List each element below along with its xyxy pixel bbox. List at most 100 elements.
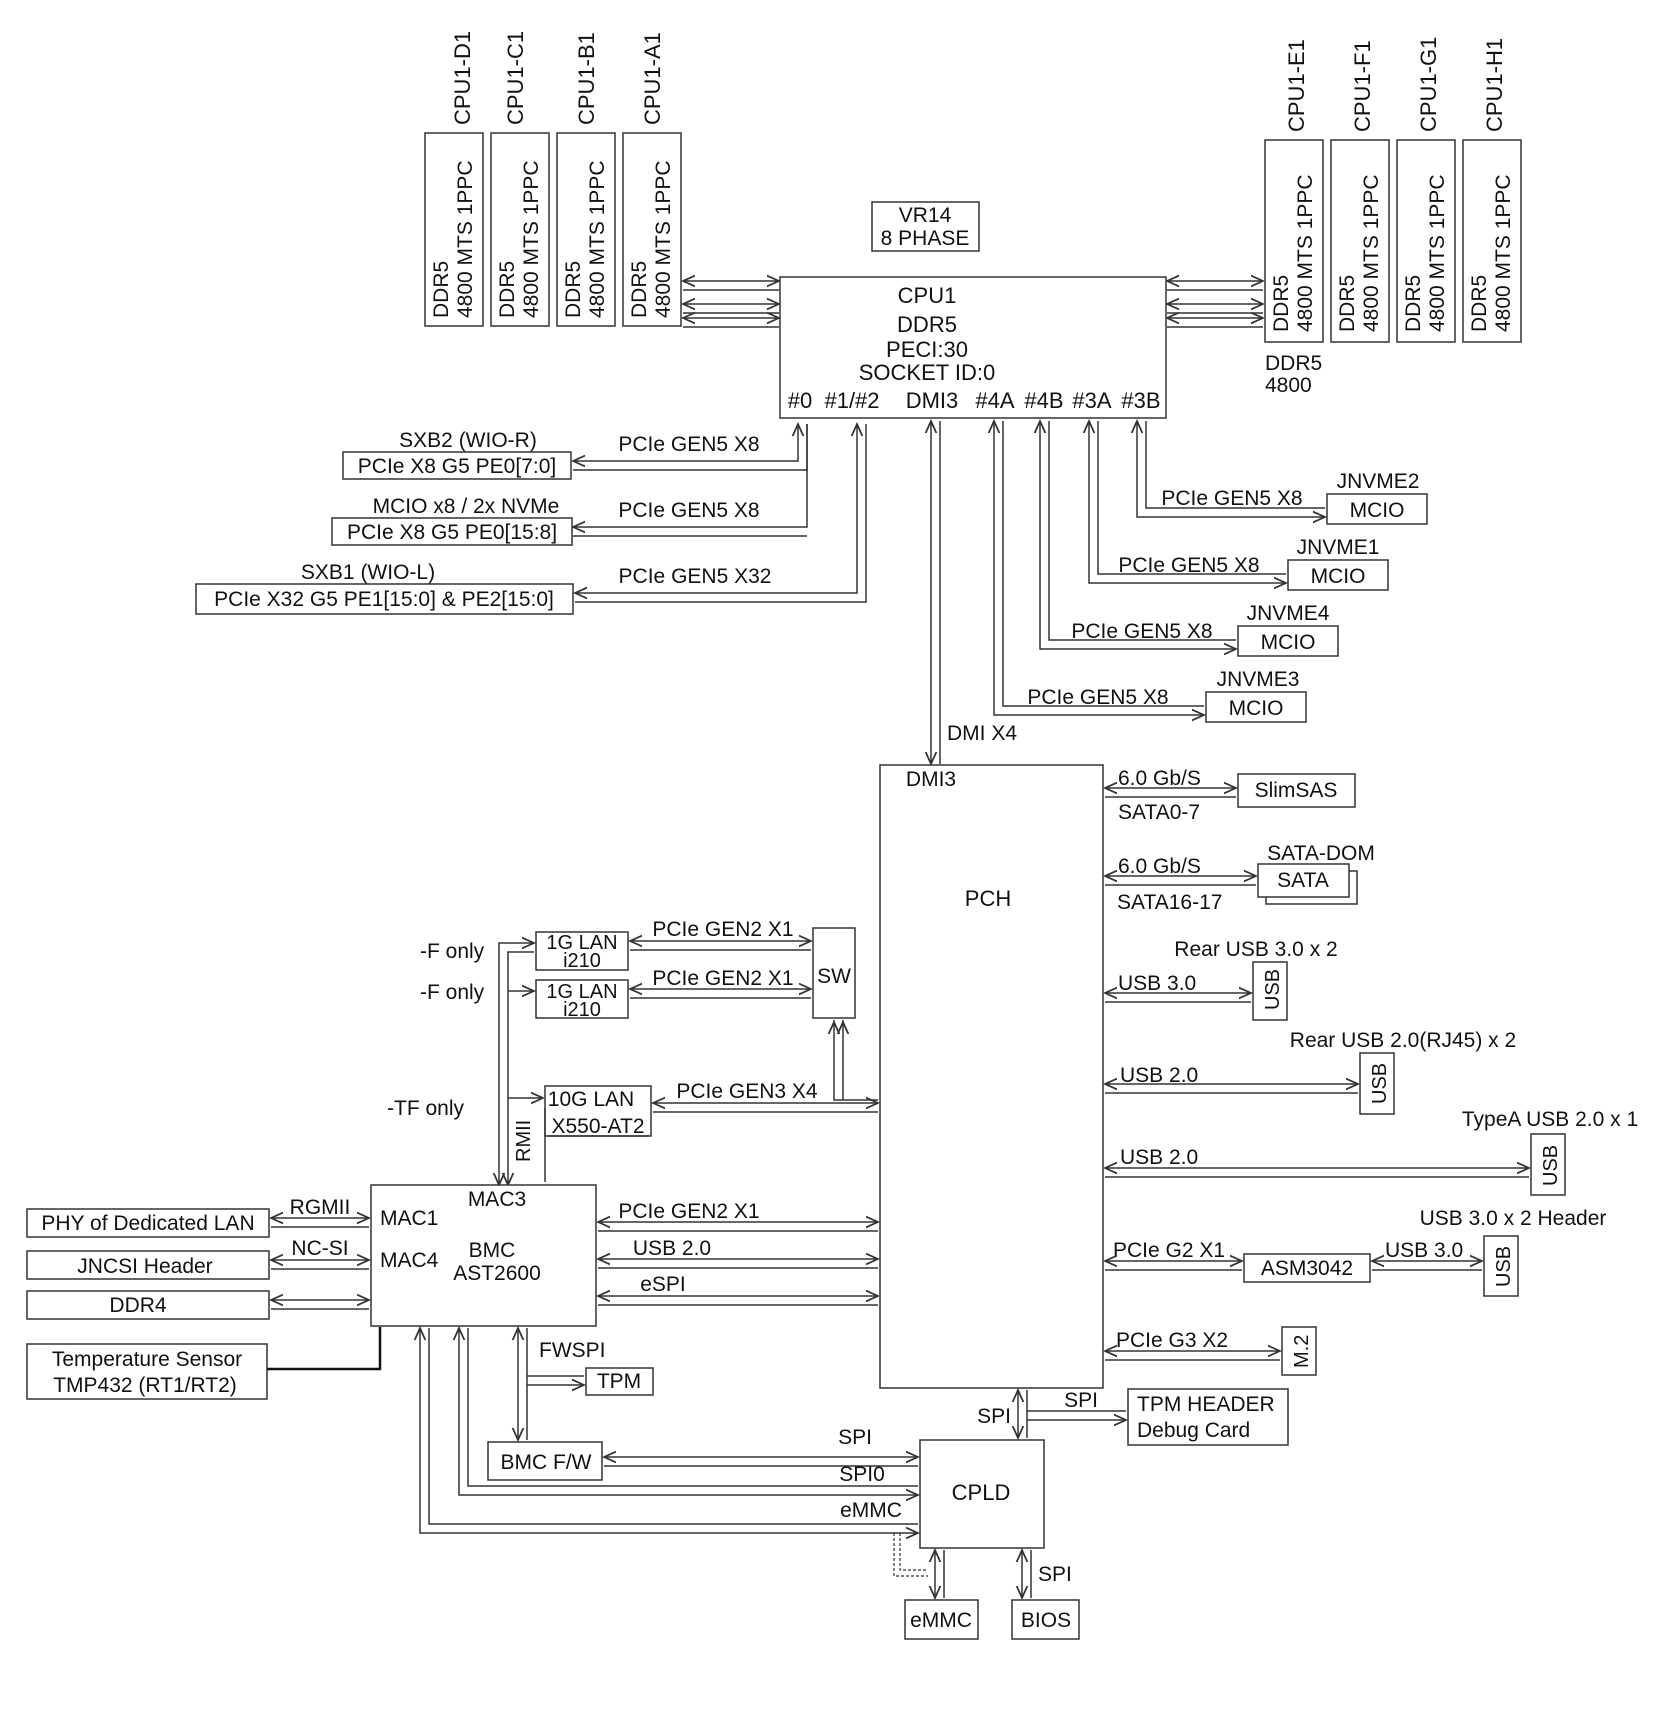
mcio-x8-link-label: PCIe GEN5 X8 <box>618 499 759 522</box>
slimsas-box: SlimSAS <box>1255 779 1338 802</box>
dimm-type: DDR5 <box>1270 275 1293 332</box>
jnvme2-box: MCIO <box>1350 499 1405 522</box>
dimm-cpu1-f1: CPU1-F1 DDR5 4800 MTS 1PPC <box>1330 40 1390 343</box>
dimm-cpu1-h1: CPU1-H1 DDR5 4800 MTS 1PPC <box>1462 38 1522 343</box>
cpu-port-3a: #3A <box>1072 388 1111 413</box>
storage-bottom: eMMC SPI BIOS <box>904 1550 1080 1640</box>
dimm-speed: 4800 MTS 1PPC <box>1294 174 1317 332</box>
mcio-x8-title: MCIO x8 / 2x NVMe <box>373 495 560 518</box>
cpu-socket: SOCKET ID:0 <box>859 360 996 385</box>
bios-spi-label: SPI <box>1038 1563 1072 1586</box>
jnvme2-link: PCIe GEN5 X8 <box>1161 487 1302 510</box>
cpld-emmc-link: eMMC <box>840 1499 902 1522</box>
f-only-label-2: -F only <box>420 981 485 1004</box>
pch-right-io: 6.0 Gb/S SATA0-7 SlimSAS SATA-DOM 6.0 Gb… <box>1105 767 1638 1376</box>
dimm-speed: 4800 MTS 1PPC <box>586 160 609 318</box>
cpu-port-1-2: #1/#2 <box>824 388 879 413</box>
usb3-link: USB 3.0 <box>1118 972 1196 995</box>
sxb1-box-label: PCIe X32 G5 PE1[15:0] & PE2[15:0] <box>214 588 554 611</box>
dimm-cpu1-c1: CPU1-C1 DDR5 4800 MTS 1PPC <box>490 31 550 327</box>
pch-block: DMI3 PCH <box>879 764 1104 1389</box>
rgmii-label: RGMII <box>290 1196 351 1219</box>
tpm-header-line2: Debug Card <box>1137 1419 1250 1442</box>
sxb1-link-label: PCIe GEN5 X32 <box>619 565 772 588</box>
jnvme2-title: JNVME2 <box>1337 470 1420 493</box>
dimm-speed: 4800 MTS 1PPC <box>1492 174 1515 332</box>
bmc-fw-box: BMC F/W <box>501 1451 592 1474</box>
switch-label: SW <box>817 965 851 988</box>
dimm-slot-label: CPU1-F1 <box>1350 40 1375 132</box>
i210-b-link: PCIe GEN2 X1 <box>652 967 793 990</box>
dimm-speed: 4800 MTS 1PPC <box>1360 174 1383 332</box>
bmc-usb-link: USB 2.0 <box>633 1237 711 1260</box>
satadom-speed: 6.0 Gb/S <box>1118 855 1201 878</box>
i210-b-line1: 1G LAN <box>546 981 617 1003</box>
pch-dmi-label: DMI3 <box>906 768 956 791</box>
dimm-type: DDR5 <box>1402 275 1425 332</box>
satadom-port: SATA16-17 <box>1117 891 1222 914</box>
i210-a-line1: 1G LAN <box>546 932 617 954</box>
dimm-type: DDR5 <box>1468 275 1491 332</box>
bmc-title: BMC <box>469 1239 516 1262</box>
satadom-title: SATA-DOM <box>1267 842 1375 865</box>
jnvme4-title: JNVME4 <box>1247 602 1330 625</box>
i210-a-link: PCIe GEN2 X1 <box>652 918 793 941</box>
emmc-box: eMMC <box>910 1609 972 1632</box>
left-pcie-connectors: SXB2 (WIO-R) PCIe X8 G5 PE0[7:0] PCIe GE… <box>195 424 867 615</box>
dimm-type: DDR5 <box>496 261 519 318</box>
satadom-box: SATA <box>1277 869 1329 892</box>
dimm-type: DDR5 <box>1336 275 1359 332</box>
bmc-mac3: MAC3 <box>468 1188 526 1211</box>
dimm-group-left: CPU1-D1 DDR5 4800 MTS 1PPC CPU1-C1 DDR5 … <box>424 31 682 327</box>
dimm-type: DDR5 <box>430 261 453 318</box>
bmc-left-io: PHY of Dedicated LAN RGMII JNCSI Header … <box>26 1196 382 1400</box>
temp-sensor-line2: TMP432 (RT1/RT2) <box>53 1374 237 1397</box>
memory-bus-right <box>1167 281 1263 328</box>
vr14-box: VR14 8 PHASE <box>871 201 980 252</box>
rear-usb2-box: USB <box>1369 1063 1391 1104</box>
nvme-connectors: JNVME2 MCIO PCIe GEN5 X8 JNVME1 MCIO PCI… <box>994 421 1428 723</box>
lan-section: -F only -F only -TF only 1G LAN i210 1G … <box>387 918 878 1185</box>
vr-title: VR14 <box>899 204 952 227</box>
cpld-block: CPLD SPI SPI0 eMMC <box>420 1328 1045 1577</box>
jnvme3-title: JNVME3 <box>1217 668 1300 691</box>
i210-b-line2: i210 <box>563 999 601 1021</box>
tf-only-label: -TF only <box>387 1097 465 1120</box>
dimm-group-right: CPU1-E1 DDR5 4800 MTS 1PPC CPU1-F1 DDR5 … <box>1264 37 1522 343</box>
x550-line1: 10G LAN <box>548 1088 634 1111</box>
ncsi-label: NC-SI <box>291 1237 348 1260</box>
dimm-slot-label: CPU1-G1 <box>1416 37 1441 132</box>
dimm-cpu1-a1: CPU1-A1 DDR5 4800 MTS 1PPC <box>622 32 682 327</box>
usb3-header-box: USB <box>1493 1246 1515 1287</box>
cpu-memory: DDR5 <box>897 312 957 337</box>
typea-usb2-title: TypeA USB 2.0 x 1 <box>1462 1108 1638 1131</box>
dimm-speed: 4800 MTS 1PPC <box>1426 174 1449 332</box>
dimm-slot-label: CPU1-C1 <box>503 31 528 125</box>
cpld-spi-link: SPI <box>838 1426 872 1449</box>
mcio-x8-box-label: PCIe X8 G5 PE0[15:8] <box>347 521 557 544</box>
dimm-speed: 4800 MTS 1PPC <box>454 160 477 318</box>
phy-lan-box: PHY of Dedicated LAN <box>41 1212 254 1235</box>
bmc-mac4: MAC4 <box>380 1249 439 1272</box>
dimm-cpu1-e1: CPU1-E1 DDR5 4800 MTS 1PPC <box>1264 39 1324 343</box>
pch-title: PCH <box>965 886 1011 911</box>
cpu1-block: CPU1 DDR5 PECI:30 SOCKET ID:0 #0 #1/#2 D… <box>779 276 1167 419</box>
dimm-cpu1-g1: CPU1-G1 DDR5 4800 MTS 1PPC <box>1396 37 1456 343</box>
asm3042-box: ASM3042 <box>1261 1257 1353 1280</box>
cpld-spi0-link: SPI0 <box>839 1463 885 1486</box>
jnvme1-box: MCIO <box>1311 565 1366 588</box>
dimm-cpu1-d1: CPU1-D1 DDR5 4800 MTS 1PPC <box>424 31 484 327</box>
cpu-port-4a: #4A <box>975 388 1014 413</box>
tpm-box: TPM <box>597 1370 641 1393</box>
tpm-header-spi-label: SPI <box>1064 1389 1098 1412</box>
i210-a-line2: i210 <box>563 950 601 972</box>
bmc-pcie-link: PCIe GEN2 X1 <box>618 1200 759 1223</box>
dimm-type: DDR5 <box>628 261 651 318</box>
vr-phase: 8 PHASE <box>881 227 970 250</box>
dmi-link: DMI X4 <box>931 421 1017 764</box>
bios-box: BIOS <box>1021 1609 1071 1632</box>
jnvme3-box: MCIO <box>1229 697 1284 720</box>
slimsas-port: SATA0-7 <box>1118 801 1200 824</box>
dimm-speed: 4800 MTS 1PPC <box>652 160 675 318</box>
